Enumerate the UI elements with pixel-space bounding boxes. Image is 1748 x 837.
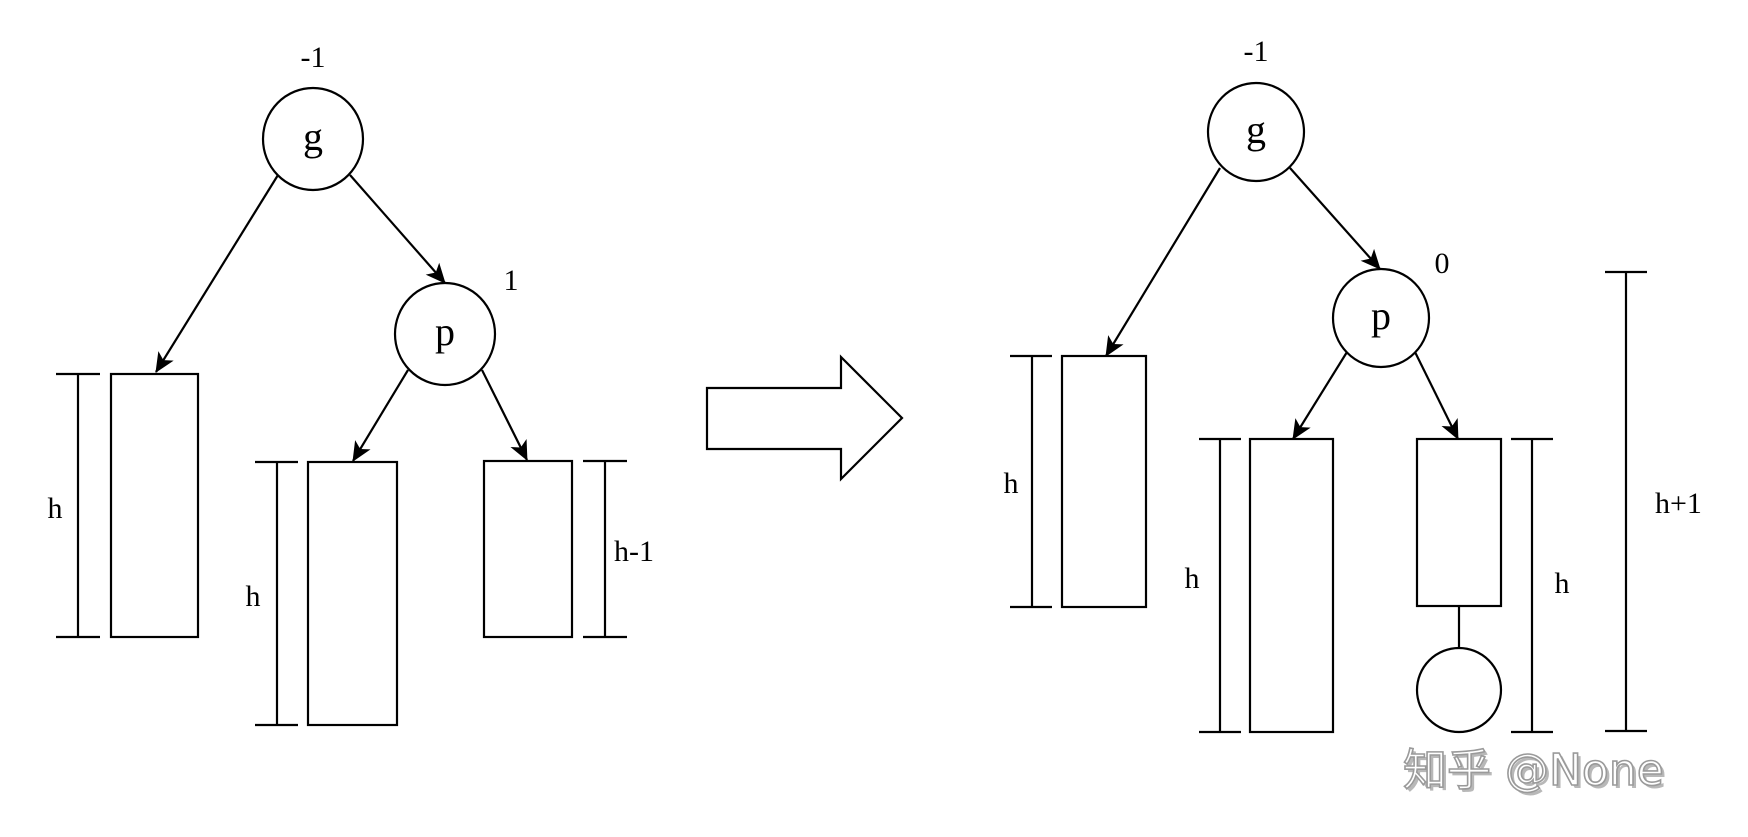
subtree-p-left (1248, 437, 1335, 734)
height-bracket-p-left (1199, 437, 1241, 734)
node-p-balance: 1 (504, 264, 519, 297)
edge-p-to-right-subtree (481, 369, 528, 461)
inserted-node (1415, 646, 1503, 734)
edge-g-to-p (1289, 167, 1381, 270)
height-label-p-right: h-1 (614, 535, 654, 568)
height-label-total: h+1 (1655, 487, 1702, 520)
watermark-shadow: 知乎 @None (1406, 748, 1667, 799)
edge-p-to-right-subtree (1414, 351, 1459, 440)
height-bracket-p-right (1511, 437, 1553, 734)
node-g-balance: -1 (1244, 35, 1269, 68)
node-g-label: g (1246, 107, 1266, 152)
subtree-p-right (1415, 437, 1503, 608)
watermark: 知乎 @None 知乎 @None (1402, 744, 1667, 799)
edge-g-to-p (349, 174, 446, 284)
node-p-label: p (1371, 293, 1391, 338)
node-p-label: p (435, 309, 455, 354)
right-arrow-icon (705, 354, 904, 482)
height-bracket-total (1605, 270, 1647, 733)
edge-g-to-left-subtree (155, 174, 279, 373)
height-label-p-left: h (246, 580, 261, 613)
height-label-p-right: h (1555, 567, 1570, 600)
subtree-p-right (482, 459, 574, 639)
node-p: p (1331, 267, 1431, 369)
subtree-p-left (306, 460, 399, 727)
before-tree: g -1 p 1 h h h-1 (48, 41, 654, 727)
edge-p-to-left-subtree (352, 369, 409, 462)
node-g-label: g (303, 114, 323, 159)
edge-g-to-left-subtree (1105, 167, 1221, 357)
height-bracket-g-left (56, 372, 100, 639)
node-g-balance: -1 (301, 41, 326, 74)
node-g: g (261, 86, 365, 192)
node-p-balance: 0 (1435, 247, 1450, 280)
node-g: g (1206, 81, 1306, 183)
height-bracket-g-left (1010, 354, 1052, 609)
height-bracket-p-left (255, 460, 298, 727)
height-label-p-left: h (1185, 562, 1200, 595)
after-tree: g -1 p 0 h h (1004, 35, 1702, 734)
edge-p-to-left-subtree (1292, 351, 1348, 440)
height-label-g-left: h (48, 492, 63, 525)
subtree-g-left (109, 372, 200, 639)
subtree-g-left (1060, 354, 1148, 609)
height-label-g-left: h (1004, 467, 1019, 500)
node-p: p (393, 281, 497, 387)
height-bracket-p-right (583, 459, 627, 639)
watermark-text: 知乎 @None (1403, 745, 1664, 796)
